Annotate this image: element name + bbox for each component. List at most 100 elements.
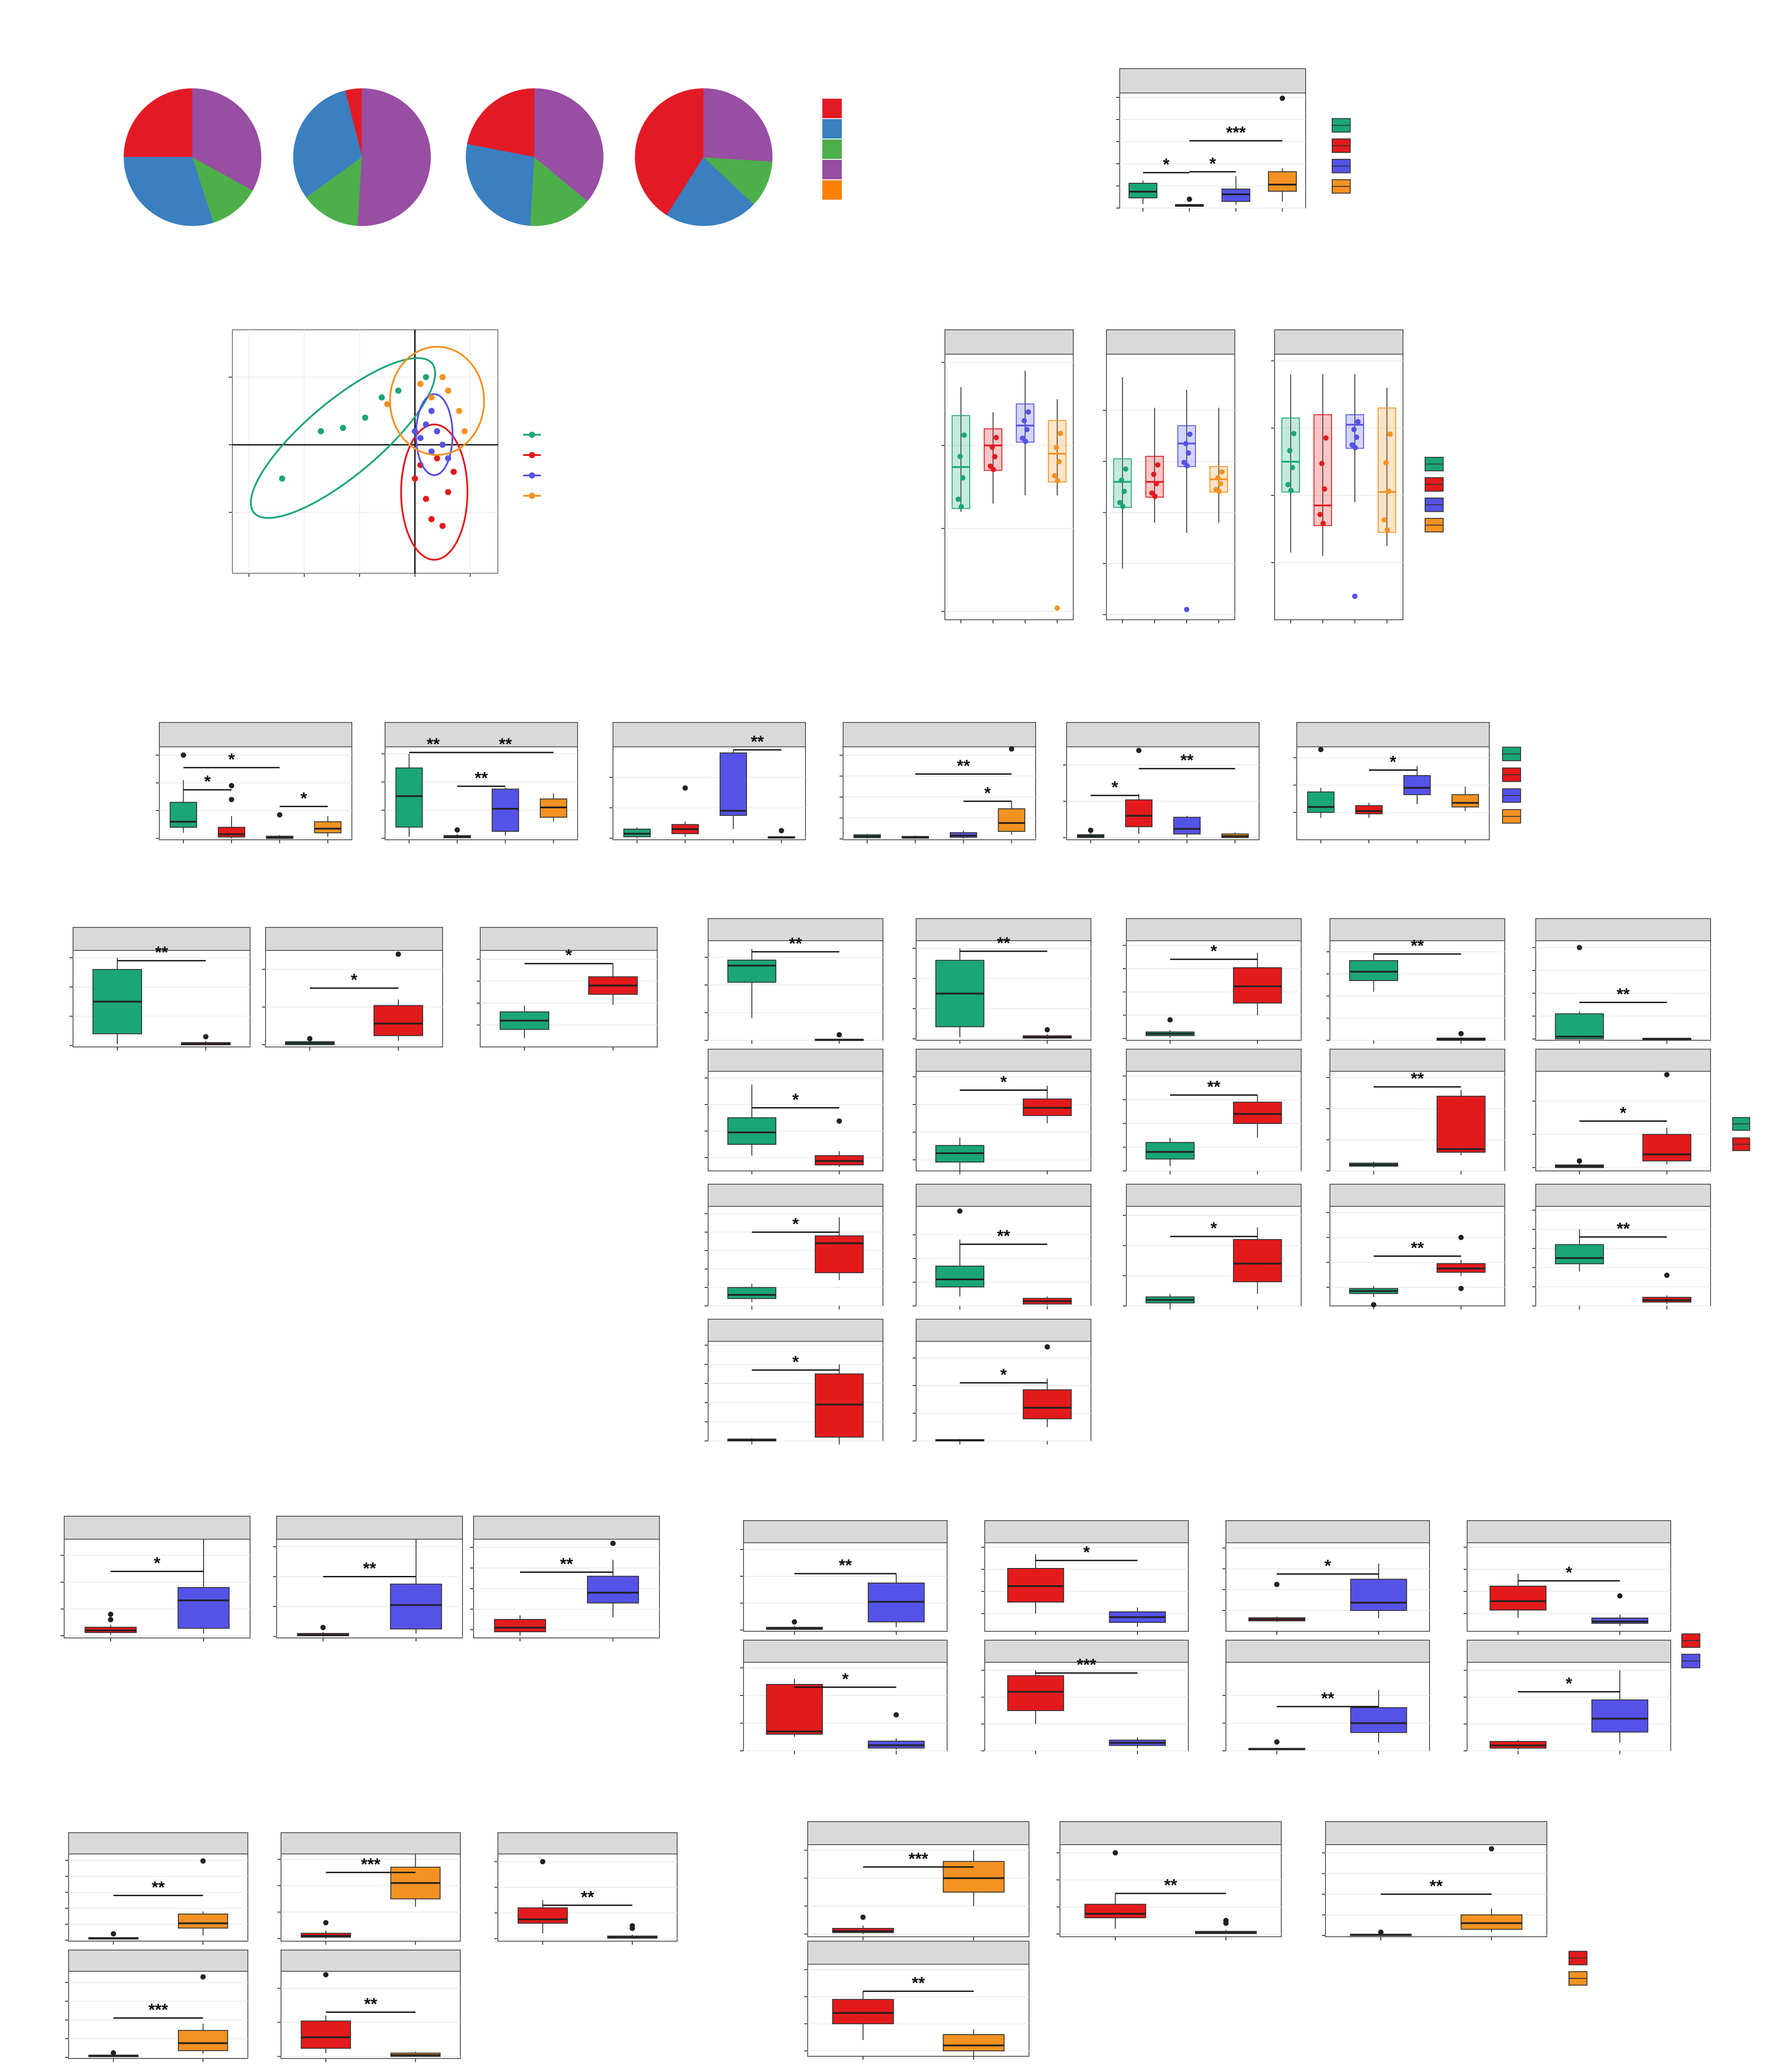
significance-label: ** (1321, 1689, 1334, 1708)
significance-label: * (154, 1554, 161, 1573)
facet-panel: ** (1326, 1049, 1505, 1174)
significance-label: * (1620, 1104, 1626, 1123)
facet-strip (1535, 918, 1711, 941)
facet-panel: ** (705, 918, 883, 1044)
pie-slice-firmicutes (306, 156, 362, 226)
outlier-point (1009, 746, 1014, 752)
data-point (279, 475, 285, 482)
box-hfd-pi10 (390, 1583, 442, 1630)
outlier-point (540, 1859, 546, 1865)
facet-strip (385, 722, 578, 747)
outlier-point (1279, 96, 1285, 101)
box-hfd-la804-la806 (1377, 407, 1396, 533)
box-hfd (1436, 1096, 1486, 1153)
significance-label: * (1566, 1675, 1572, 1693)
data-point (445, 489, 451, 495)
box-hfd (1233, 1101, 1282, 1124)
outlier-point (1044, 1344, 1050, 1350)
legend-marker (529, 432, 535, 438)
outlier-point (957, 1208, 963, 1214)
outlier-point (1352, 593, 1358, 599)
facet-panel: ***** (1116, 68, 1306, 212)
significance-label: * (351, 971, 358, 989)
data-point (993, 435, 999, 440)
box-hfd (1125, 799, 1153, 827)
box-lfd (395, 767, 423, 828)
confidence-ellipse (250, 357, 436, 519)
box-hfd-la804-la806 (1048, 420, 1067, 483)
facet-panel: * (913, 1049, 1091, 1174)
outlier-point (229, 797, 235, 803)
facet-panel: * (1464, 1520, 1671, 1635)
significance-label: * (1566, 1564, 1572, 1582)
data-point (1287, 448, 1293, 453)
significance-label: * (1325, 1557, 1331, 1576)
significance-label: ** (1411, 1070, 1424, 1088)
data-point (1056, 459, 1062, 464)
facet-panel (1271, 329, 1403, 623)
data-point (428, 516, 435, 522)
outlier-point (1664, 1072, 1670, 1077)
facet-strip (1126, 918, 1302, 941)
box-hfd (517, 1907, 568, 1924)
facet-panel: ** (804, 1941, 1029, 2060)
facet-strip (1330, 918, 1505, 941)
box-hfd-pi10 (1591, 1699, 1649, 1733)
significance-label: * (1163, 155, 1170, 174)
data-point (1121, 488, 1127, 494)
pie-slice-firmicutes (703, 157, 773, 205)
data-point (1323, 435, 1329, 441)
facet-strip (984, 1640, 1189, 1663)
data-point (378, 394, 385, 401)
facet-strip (480, 927, 658, 951)
outlier-point (836, 1032, 842, 1038)
data-point (1354, 434, 1360, 440)
facet-strip (708, 1184, 883, 1207)
facet-strip (1330, 1049, 1505, 1072)
data-point (423, 421, 429, 428)
plot-area (1274, 354, 1403, 620)
data-point (959, 504, 964, 510)
facet-strip (1325, 1821, 1547, 1845)
significance-label: * (1210, 942, 1217, 961)
facet-strip (1535, 1184, 1711, 1207)
significance-label: * (842, 1670, 849, 1688)
significance-label: *** (1077, 1656, 1097, 1674)
facet-panel (1103, 329, 1235, 623)
outlier-point (277, 812, 282, 818)
facet-panel: ** (1322, 1821, 1547, 1940)
plot-area (497, 1854, 678, 1942)
data-point (1351, 427, 1357, 433)
box-hfd (766, 1684, 823, 1735)
facet-panel: ** (65, 1832, 248, 1945)
significance-label: ** (155, 943, 168, 962)
outlier-point (1489, 1846, 1494, 1852)
significance-label: ** (1430, 1877, 1443, 1896)
box-hfd (1489, 1586, 1547, 1610)
outlier-point (396, 951, 401, 957)
confidence-ellipse (415, 393, 454, 476)
data-point (417, 381, 424, 387)
facet-panel: *** (981, 1640, 1189, 1754)
facet-panel: * (740, 1640, 948, 1754)
outlier-point (200, 1974, 206, 1980)
significance-label: * (301, 789, 307, 808)
significance-label: * (792, 1215, 799, 1233)
data-point (1383, 460, 1389, 466)
outlier-point (610, 1541, 616, 1546)
facet-strip (743, 1640, 948, 1663)
data-point (957, 454, 963, 460)
box-hfd-la804-la806 (943, 2034, 1005, 2051)
outlier-point (1136, 748, 1142, 753)
data-point (1052, 473, 1057, 479)
data-point (445, 387, 451, 394)
significance-label: ** (1411, 1239, 1424, 1258)
box-lfd (727, 959, 777, 983)
facet-panel: * (1222, 1520, 1430, 1635)
outlier-point (323, 1920, 329, 1926)
box-hfd-pi10 (1350, 1579, 1407, 1611)
facet-panel: *** (156, 722, 352, 843)
box-hfd-pi10 (177, 1587, 230, 1629)
outlier-point (1664, 1272, 1670, 1278)
